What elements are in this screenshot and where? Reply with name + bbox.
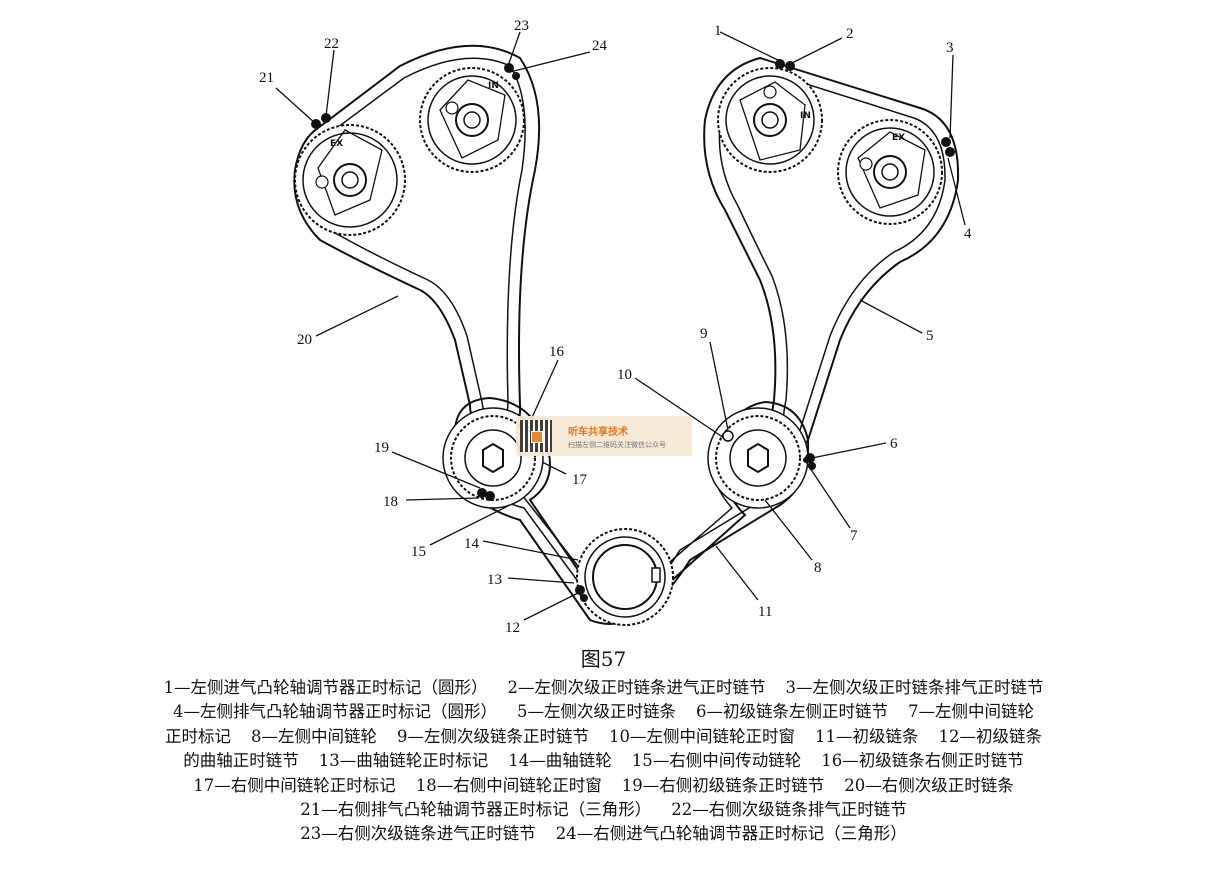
callout-3: 3	[946, 40, 954, 56]
legend-item: 7—左侧中间链轮	[908, 702, 1034, 722]
legend-line: 的曲轴正时链节 13—曲轴链轮正时标记 14—曲轴链轮 15—右侧中间传动链轮 16—初…	[0, 749, 1207, 773]
crankshaft-sprocket	[576, 528, 674, 626]
callout-9: 9	[700, 326, 708, 342]
gear-mark-ex-right: EX	[330, 139, 343, 149]
callout-12: 12	[505, 620, 520, 636]
callout-15: 15	[411, 544, 426, 560]
legend-item: 20—右侧次级正时链条	[844, 775, 1014, 795]
legend-item: 15—右侧中间传动链轮	[631, 751, 802, 771]
legend: 1—左侧进气凸轮轴调节器正时标记（圆形） 2—左侧次级正时链条进气正时链节 3—左侧…	[0, 676, 1207, 847]
callout-14: 14	[464, 536, 480, 552]
callout-6: 6	[890, 436, 898, 452]
callout-18: 18	[383, 494, 398, 510]
legend-item: 23—右侧次级链条进气正时链节	[300, 824, 536, 844]
legend-line: 正时标记 8—左侧中间链轮 9—左侧次级链条正时链节 10—左侧中间链轮正时窗 11—初…	[0, 725, 1207, 749]
legend-item: 21—右侧排气凸轮轴调节器正时标记（三角形）	[300, 800, 652, 820]
callout-5: 5	[926, 328, 934, 344]
callout-8: 8	[814, 560, 822, 576]
legend-item: 17—右侧中间链轮正时标记	[193, 775, 396, 795]
legend-item: 10—左侧中间链轮正时窗	[609, 726, 795, 746]
legend-line: 4—左侧排气凸轮轴调节器正时标记（圆形） 5—左侧次级正时链条 6—初级链条左侧正时…	[0, 700, 1207, 724]
legend-item: 6—初级链条左侧正时链节	[696, 702, 888, 722]
callout-7: 7	[850, 528, 858, 544]
timing-chain-diagram: EX IN IN EX	[259, 18, 972, 636]
leader-lines	[275, 31, 966, 621]
watermark-badge: 听车共享技术 扫描左侧二维码关注微信公众号	[516, 416, 692, 456]
qr-code-icon	[520, 420, 552, 452]
legend-item: 3—左侧次级正时链条排气正时链节	[785, 678, 1044, 697]
legend-item: 4—左侧排气凸轮轴调节器正时标记（圆形）	[173, 702, 497, 722]
callout-22: 22	[324, 36, 339, 52]
gear-mark-in-left: IN	[800, 111, 811, 121]
legend-item: 2—左侧次级正时链条进气正时链节	[507, 678, 766, 697]
gear-mark-in-right: IN	[488, 81, 499, 91]
figure-title: 图57	[580, 647, 627, 671]
legend-item: 14—曲轴链轮	[508, 751, 612, 771]
left-intermediate-sprocket	[707, 407, 809, 509]
legend-item: 18—右侧中间链轮正时窗	[415, 775, 602, 795]
callout-16: 16	[549, 344, 565, 360]
legend-item: 5—左侧次级正时链条	[517, 702, 676, 722]
legend-item: 8—左侧中间链轮	[251, 726, 377, 746]
legend-line: 23—右侧次级链条进气正时链节 24—右侧进气凸轮轴调节器正时标记（三角形）	[0, 822, 1207, 846]
right-intake-camshaft-sprocket: IN	[419, 67, 525, 173]
callout-11: 11	[758, 604, 772, 620]
legend-item: 9—左侧次级链条正时链节	[397, 726, 589, 746]
legend-item: 24—右侧进气凸轮轴调节器正时标记（三角形）	[555, 824, 907, 844]
gear-mark-ex-left: EX	[892, 133, 905, 143]
legend-item: 的曲轴正时链节	[183, 751, 299, 771]
callout-19: 19	[374, 440, 389, 456]
right-exhaust-camshaft-sprocket: EX	[294, 124, 406, 236]
callout-13: 13	[487, 572, 502, 588]
left-exhaust-camshaft-sprocket: EX	[837, 119, 943, 225]
callout-1: 1	[714, 23, 722, 39]
callout-24: 24	[592, 38, 608, 54]
legend-item: 19—右侧初级链条正时链节	[621, 775, 825, 795]
legend-line: 1—左侧进气凸轮轴调节器正时标记（圆形） 2—左侧次级正时链条进气正时链节 3—左侧…	[0, 676, 1207, 700]
callout-20: 20	[297, 332, 312, 348]
legend-item: 16—初级链条右侧正时链节	[821, 751, 1024, 771]
callout-17: 17	[572, 472, 588, 488]
callout-23: 23	[514, 18, 529, 34]
watermark-subtitle: 扫描左侧二维码关注微信公众号	[568, 441, 666, 449]
legend-line: 21—右侧排气凸轮轴调节器正时标记（三角形） 22—右侧次级链条排气正时链节	[0, 798, 1207, 822]
legend-item: 11—初级链条	[815, 726, 919, 746]
legend-item: 13—曲轴链轮正时标记	[318, 751, 489, 771]
legend-item: 22—右侧次级链条排气正时链节	[671, 800, 907, 820]
left-intake-camshaft-sprocket: IN	[717, 67, 823, 173]
legend-item: 1—左侧进气凸轮轴调节器正时标记（圆形）	[163, 678, 488, 697]
legend-item: 正时标记	[165, 726, 231, 746]
callout-4: 4	[964, 226, 972, 242]
watermark-title: 听车共享技术	[568, 427, 628, 438]
callout-2: 2	[846, 26, 854, 42]
callout-10: 10	[617, 367, 632, 383]
callout-21: 21	[259, 70, 274, 86]
legend-item: 12—初级链条	[938, 726, 1043, 746]
legend-line: 17—右侧中间链轮正时标记 18—右侧中间链轮正时窗 19—右侧初级链条正时链节 20…	[0, 774, 1207, 798]
